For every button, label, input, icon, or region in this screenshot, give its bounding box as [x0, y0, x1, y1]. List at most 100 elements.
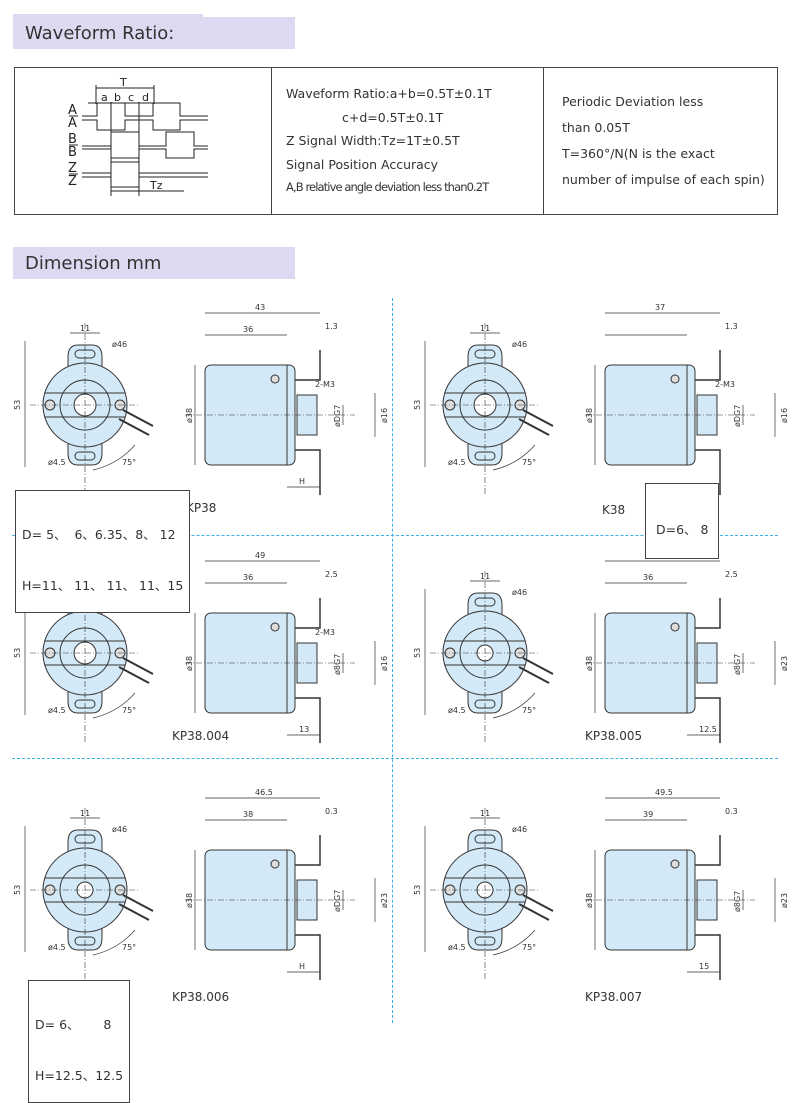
- dim-label-depth: 12.5: [699, 725, 717, 734]
- front-view: [24, 808, 154, 980]
- segment-label-c: c: [128, 91, 134, 104]
- waveform-diagram: A A B B Z Z: [68, 76, 208, 196]
- dim-label-hole: ø4.5: [448, 943, 466, 952]
- model-label-kp38: KP38: [186, 501, 217, 515]
- dim-label-shaft: ø16: [380, 408, 389, 423]
- signal-a-wave: [82, 102, 208, 117]
- screw-icon-side: [670, 622, 680, 632]
- dim-label-total: 37: [655, 303, 665, 312]
- cable: [118, 409, 154, 436]
- spec-line-tz: Z Signal Width:Tz=1T±0.5T: [286, 133, 460, 149]
- waveform-diagram-cell: A A B B Z Z: [14, 67, 272, 215]
- waveform-notes-cell: Periodic Deviation less than 0.05T T=360…: [543, 67, 778, 215]
- waveform-spec-cell: Waveform Ratio:a+b=0.5T±0.1T c+d=0.5T±0.…: [271, 67, 544, 215]
- dim-label-dia: ø38: [585, 408, 594, 423]
- dim-label-angle: 75°: [122, 706, 136, 715]
- dim-label-bore: øDG7: [733, 405, 742, 427]
- dim-label-hole: ø4.5: [448, 458, 466, 467]
- screw-icon-side: [270, 374, 280, 384]
- dim-label-pcd: ø46: [112, 340, 127, 349]
- dim-label-shaft: ø23: [780, 893, 789, 908]
- signal-label-a: A: [68, 103, 77, 118]
- dim-label-dia: ø38: [185, 408, 194, 423]
- dim-label-bore: ø8G7: [733, 654, 742, 675]
- dim-label-angle: 75°: [522, 458, 536, 467]
- dim-label-screw: 2-M3: [315, 380, 335, 389]
- spec-line-ab: Waveform Ratio:a+b=0.5T±0.1T: [286, 86, 492, 102]
- dim-label-bore: øDG7: [333, 405, 342, 427]
- size-table-kp38-d-row: D= 5、 6、6.35、8、 12: [22, 527, 176, 542]
- signal-z-inv-wave: [82, 176, 208, 188]
- front-view: [424, 808, 554, 980]
- note-line-4: number of impulse of each spin): [562, 172, 765, 187]
- spec-line-deviation: A,B relative angle deviation less than0.…: [286, 180, 489, 195]
- signal-label-a-inv: A: [68, 116, 77, 131]
- dim-label-flange: 1.3: [325, 322, 338, 331]
- dim-label-screw: 2-M3: [315, 628, 335, 637]
- dim-arc-angle: [492, 444, 536, 471]
- size-table-kp38-006-d-row: D= 6、 8: [35, 1017, 112, 1032]
- mount-plate-bottom: [695, 449, 721, 495]
- dim-label-depth: 15: [699, 962, 709, 971]
- dim-label-ear-width: 11: [480, 572, 490, 581]
- dim-label-ear-width: 11: [480, 809, 490, 818]
- dim-label-height: 53: [413, 885, 422, 895]
- dim-label-bore: øDG7: [333, 890, 342, 912]
- screw-icon-side: [270, 622, 280, 632]
- screw-icon-side: [670, 374, 680, 384]
- dim-label-flange: 2.5: [725, 570, 738, 579]
- side-view: [585, 797, 776, 980]
- signal-label-z-inv: Z: [68, 174, 77, 189]
- dim-label-bore: ø8G7: [733, 891, 742, 912]
- dimension-section-header: Dimension mm: [13, 247, 295, 279]
- side-view: [585, 312, 776, 495]
- dim-label-hole: ø4.5: [48, 458, 66, 467]
- dim-label-body: 38: [243, 810, 253, 819]
- size-table-k38: D=6、 8: [645, 483, 720, 559]
- dim-label-height: 53: [13, 400, 22, 410]
- model-label-kp38-007: KP38.007: [585, 990, 643, 1004]
- dim-arc-angle: [492, 692, 536, 719]
- dim-label-depth: H: [299, 477, 305, 486]
- dim-label-body: 36: [643, 573, 653, 582]
- dim-label-angle: 75°: [522, 943, 536, 952]
- side-view: [185, 312, 376, 495]
- side-view: [185, 560, 376, 743]
- waveform-section-header: Waveform Ratio:: [13, 14, 295, 49]
- dim-label-flange: 2.5: [325, 570, 338, 579]
- cable: [518, 409, 554, 436]
- dim-label-bore: ø8G7: [333, 654, 342, 675]
- grid-divider-horizontal-2: [12, 758, 778, 759]
- mount-plate-bottom: [295, 449, 321, 495]
- dim-label-hole: ø4.5: [448, 706, 466, 715]
- dim-label-hole: ø4.5: [48, 706, 66, 715]
- screw-icon-side: [670, 859, 680, 869]
- tz-label: Tz: [149, 179, 163, 192]
- dim-label-pcd: ø46: [512, 825, 527, 834]
- dim-label-height: 53: [13, 885, 22, 895]
- cable: [518, 657, 554, 684]
- waveform-section-title: Waveform Ratio:: [25, 22, 175, 44]
- dim-label-height: 53: [413, 400, 422, 410]
- dim-label-body: 39: [643, 810, 653, 819]
- mount-plate-top: [695, 835, 721, 866]
- dim-label-hole: ø4.5: [48, 943, 66, 952]
- mount-plate-bottom: [295, 697, 321, 743]
- dim-label-pcd: ø46: [112, 825, 127, 834]
- dim-label-angle: 75°: [122, 943, 136, 952]
- dim-label-depth: H: [299, 962, 305, 971]
- dim-label-ear-width: 11: [80, 809, 90, 818]
- dim-label-body: 36: [243, 325, 253, 334]
- front-view: [24, 571, 154, 743]
- dim-label-shaft: ø23: [380, 893, 389, 908]
- side-view: [585, 560, 776, 743]
- signal-z-wave: [82, 161, 208, 174]
- segment-label-a: a: [101, 91, 108, 104]
